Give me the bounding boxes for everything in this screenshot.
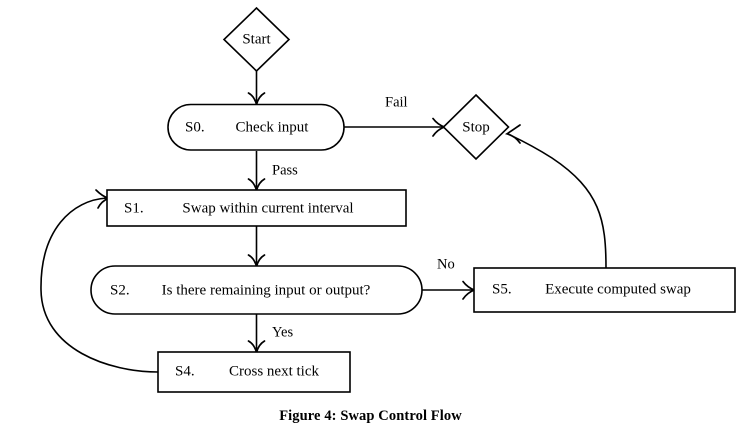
node-s1-label: Swap within current interval — [182, 200, 353, 216]
edge-s0-to-s1: Pass — [247, 151, 298, 191]
node-s1[interactable]: S1. Swap within current interval — [106, 189, 407, 227]
node-s2[interactable]: S2. Is there remaining input or output? — [90, 265, 423, 315]
node-s1-state-id: S1. — [124, 200, 144, 216]
node-s5-label: Execute computed swap — [545, 281, 691, 297]
node-start-label: Start — [242, 31, 271, 47]
edge-label-yes: Yes — [272, 324, 293, 340]
edge-s1-to-s2 — [247, 226, 266, 267]
edge-label-pass: Pass — [272, 162, 298, 178]
edge-start-to-s0 — [247, 71, 266, 105]
node-s5-state-id: S5. — [492, 281, 512, 297]
figure-caption: Figure 4: Swap Control Flow — [279, 408, 462, 424]
node-s4[interactable]: S4. Cross next tick — [157, 351, 351, 393]
node-s4-state-id: S4. — [175, 363, 195, 379]
node-stop[interactable]: Stop — [442, 93, 510, 161]
edge-label-no: No — [437, 256, 455, 272]
edge-s0-to-stop: Fail — [344, 94, 448, 137]
node-s0-state-id: S0. — [185, 119, 205, 135]
edge-s5-to-stop-loop — [504, 124, 607, 269]
edge-s2-to-s4: Yes — [247, 314, 293, 353]
node-s2-label: Is there remaining input or output? — [162, 282, 371, 298]
edge-s2-to-s5: No — [422, 256, 478, 300]
node-s0[interactable]: S0. Check input — [167, 103, 345, 151]
node-start[interactable]: Start — [222, 6, 291, 73]
node-s2-state-id: S2. — [110, 282, 130, 298]
node-s4-label: Cross next tick — [229, 363, 319, 379]
edge-label-fail: Fail — [385, 94, 408, 110]
node-s5[interactable]: S5. Execute computed swap — [473, 267, 736, 313]
node-stop-label: Stop — [462, 119, 490, 135]
node-s0-label: Check input — [236, 119, 310, 135]
